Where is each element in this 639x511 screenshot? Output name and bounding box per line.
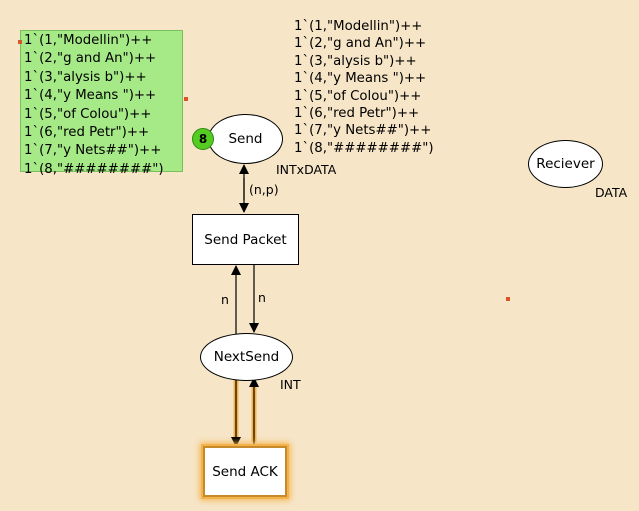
transition-send-ack[interactable]: Send ACK	[203, 446, 287, 497]
marking-line: 1`(6,"red Petr")++	[24, 125, 150, 141]
token-count: 8	[198, 132, 208, 146]
place-send-token-count[interactable]: 8	[192, 128, 214, 150]
marking-line: 1`(4,"y Means ")++	[24, 88, 157, 104]
init-marking-line: 1`(5,"of Colou")++	[294, 88, 422, 104]
transition-send-ack-label: Send ACK	[212, 463, 278, 480]
place-nextsend-label: NextSend	[213, 349, 280, 365]
place-receiver-label: Reciever	[536, 156, 595, 172]
init-marking-line: 1`(8,"########")	[294, 140, 434, 156]
place-nextsend-type[interactable]: INT	[280, 377, 301, 392]
marking-line: 1`(5,"of Colou")++	[24, 106, 152, 122]
send-initial-marking[interactable]: 1`(1,"Modellin")++ 1`(2,"g and An")++ 1`…	[294, 18, 434, 157]
transition-send-packet[interactable]: Send Packet	[192, 214, 299, 265]
init-marking-line: 1`(6,"red Petr")++	[294, 106, 420, 122]
place-send-label: Send	[228, 131, 263, 147]
transition-send-packet-label: Send Packet	[204, 231, 287, 248]
place-receiver-type[interactable]: DATA	[595, 185, 628, 200]
init-marking-line: 1`(1,"Modellin")++	[294, 19, 423, 34]
marking-line: 1`(3,"alysis b")++	[24, 69, 147, 85]
place-send[interactable]: Send	[208, 114, 283, 164]
send-current-marking[interactable]: 1`(1,"Modellin")++ 1`(2,"g and An")++ 1`…	[20, 30, 183, 177]
init-marking-line: 1`(4,"y Means ")++	[294, 71, 427, 87]
arc-inscription-nextsend-in[interactable]: n	[221, 292, 229, 307]
marking-line: 1`(1,"Modellin")++	[24, 33, 153, 48]
arc-inscription-nextsend-out[interactable]: n	[258, 290, 266, 305]
init-marking-line: 1`(2,"g and An")++	[294, 36, 427, 52]
place-receiver[interactable]: Reciever	[528, 140, 603, 188]
arc-inscription-send-packet[interactable]: (n,p)	[249, 182, 279, 197]
marking-line: 1`(8,"########")	[24, 161, 164, 177]
selection-handle[interactable]	[506, 297, 510, 301]
place-send-type[interactable]: INTxDATA	[276, 162, 337, 177]
marking-anchor-handle[interactable]	[184, 97, 188, 101]
init-marking-line: 1`(7,"y Nets##")++	[294, 123, 432, 139]
marking-line: 1`(2,"g and An")++	[24, 51, 157, 67]
marking-anchor-handle[interactable]	[100, 96, 103, 99]
init-marking-line: 1`(3,"alysis b")++	[294, 53, 417, 69]
place-nextsend[interactable]: NextSend	[200, 333, 293, 381]
marking-anchor-handle[interactable]	[18, 40, 22, 44]
marking-line: 1`(7,"y Nets##")++	[24, 143, 162, 159]
